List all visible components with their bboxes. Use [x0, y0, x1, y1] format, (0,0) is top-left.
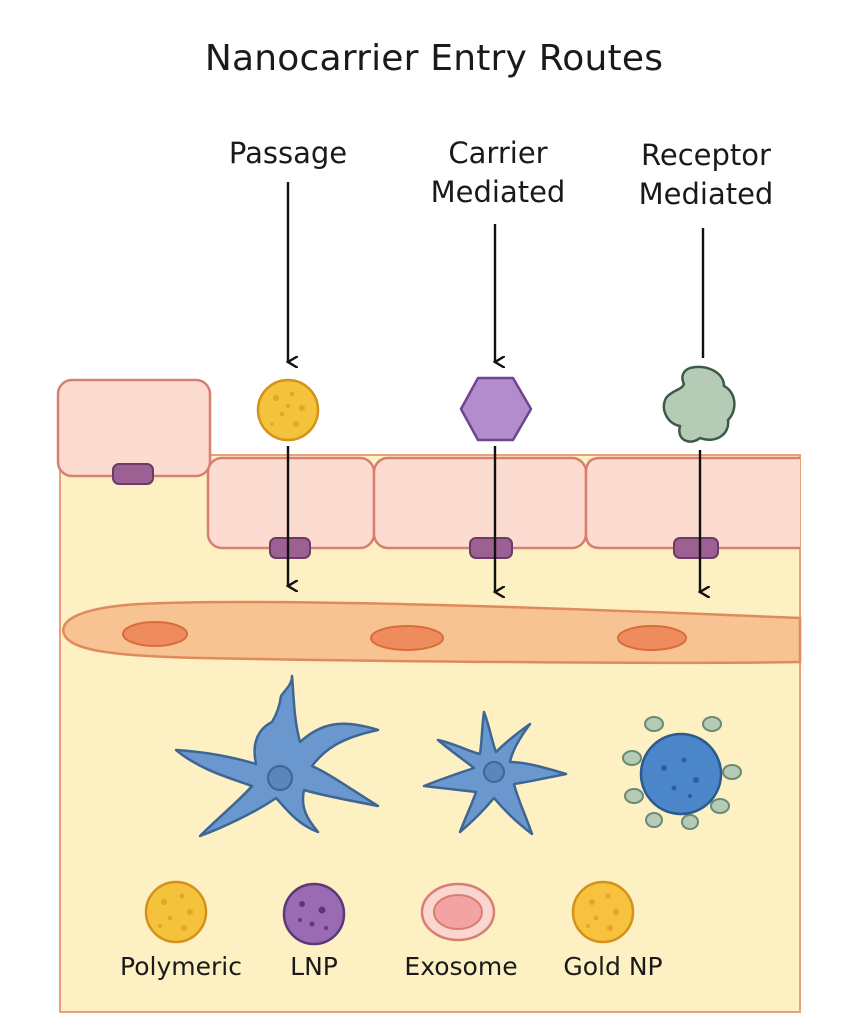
route-label-line: Carrier — [448, 136, 548, 170]
route-label-passage: Passage — [188, 134, 388, 173]
route-label-line: Receptor — [641, 138, 771, 172]
legend-label-exosome: Exosome — [404, 952, 518, 981]
exosome-icon — [420, 882, 496, 942]
gold-nanoparticle-icon — [571, 880, 635, 944]
legend-label-polymeric: Polymeric — [120, 952, 242, 981]
transporter-protein — [673, 537, 719, 559]
legend-label-lnp: LNP — [290, 952, 338, 981]
lnp-hexagon-icon — [459, 376, 533, 442]
transporter-protein — [469, 537, 513, 559]
route-label-receptor-mediated: Receptor Mediated — [606, 136, 806, 214]
microglia-icon — [622, 716, 742, 830]
polymeric-legend-icon — [144, 880, 208, 944]
diagram-title: Nanocarrier Entry Routes — [204, 38, 664, 79]
route-label-carrier-mediated: Carrier Mediated — [398, 134, 598, 212]
lnp-legend-icon — [282, 882, 346, 946]
polymeric-nanoparticle-icon — [256, 378, 320, 442]
vessel-cell-nucleus — [617, 625, 687, 651]
route-label-line: Mediated — [638, 177, 774, 211]
endothelial-cell-2 — [206, 456, 376, 550]
receptor-ligand-icon — [662, 365, 736, 443]
transporter-protein — [112, 463, 154, 485]
vessel-cell-nucleus — [370, 625, 444, 651]
vessel-cell-nucleus — [122, 621, 188, 647]
endothelial-cell-3 — [372, 456, 588, 550]
route-label-line: Mediated — [430, 175, 566, 209]
endothelial-cell-1 — [56, 378, 212, 478]
astrocyte-icon — [174, 674, 380, 838]
transporter-protein — [269, 537, 311, 559]
legend-label-gold-np: Gold NP — [563, 952, 663, 981]
endothelial-cell-4 — [584, 456, 800, 550]
astrocyte-icon — [422, 710, 568, 836]
route-label-line: Passage — [228, 136, 348, 170]
